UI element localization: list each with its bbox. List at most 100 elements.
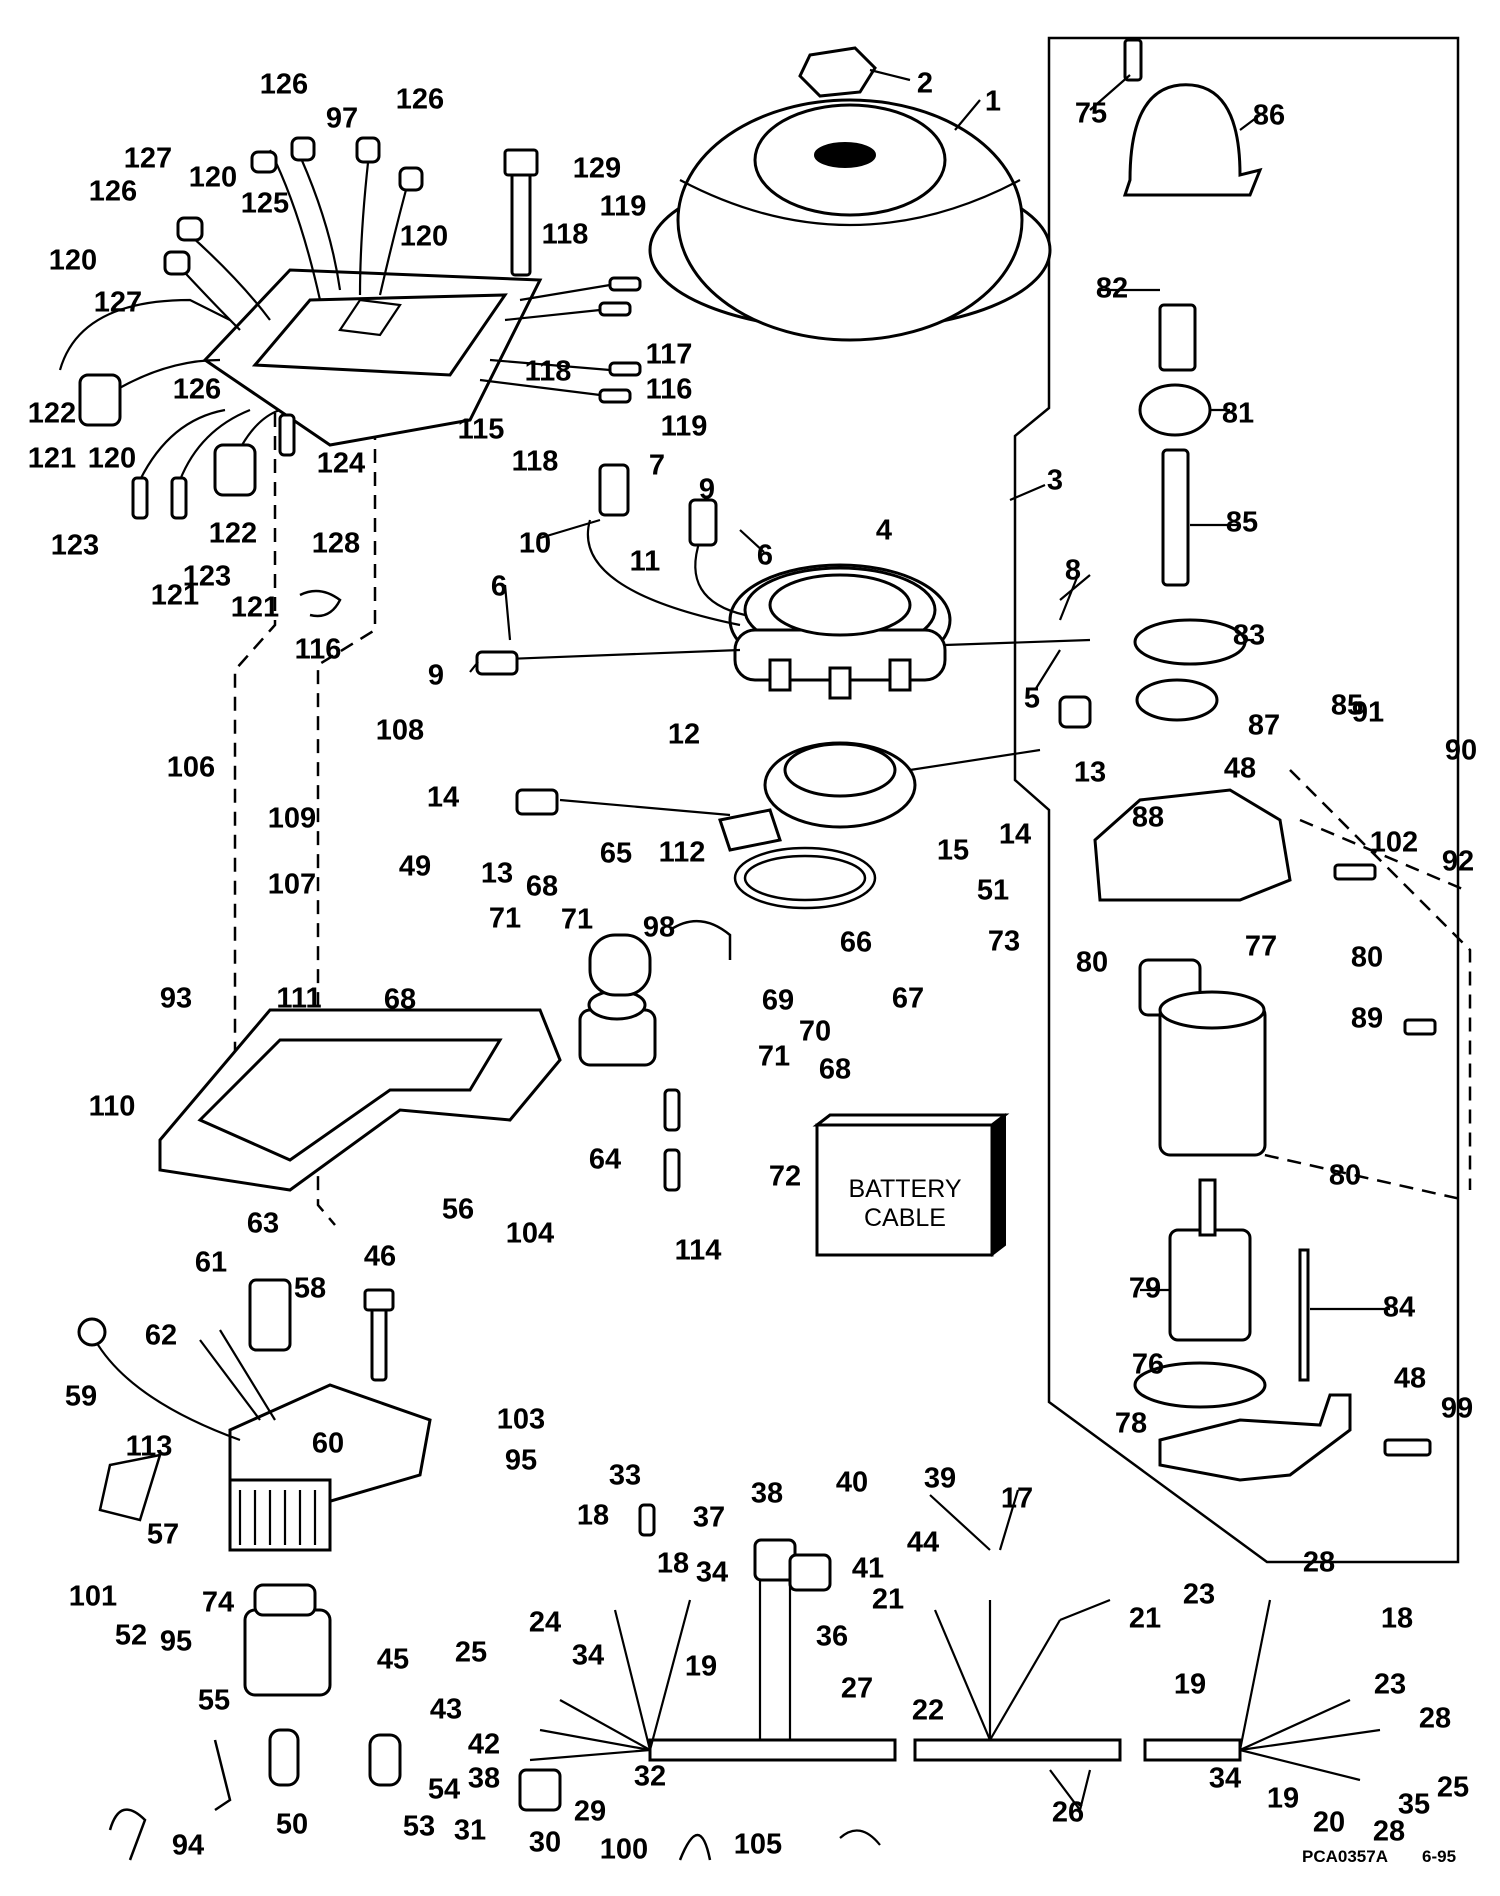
part-label: 118 xyxy=(542,219,589,251)
part-label: 40 xyxy=(836,1467,868,1499)
harness-wire xyxy=(648,1599,692,1751)
harness-wire xyxy=(1238,1599,1272,1751)
part-label: 27 xyxy=(841,1673,873,1705)
part-label: 124 xyxy=(317,448,365,480)
part-label: 57 xyxy=(147,1519,179,1551)
part-label: 71 xyxy=(561,904,593,936)
part-label: 122 xyxy=(209,518,257,550)
part-label: 65 xyxy=(600,838,632,870)
assembly-dashed-line xyxy=(1289,769,1472,1190)
stator-lead xyxy=(586,519,741,627)
starter-spring xyxy=(1158,303,1197,372)
part-label: 74 xyxy=(202,1587,234,1619)
stator-lead xyxy=(944,638,1091,647)
part-label: 91 xyxy=(1352,697,1384,729)
spark-plug-boot xyxy=(290,136,316,162)
wire-terminal xyxy=(608,361,642,377)
part-label: 38 xyxy=(468,1763,500,1795)
part-label: 13 xyxy=(1074,757,1106,789)
part-label: 69 xyxy=(762,985,794,1017)
starter-housing xyxy=(1093,788,1292,902)
part-label: 122 xyxy=(28,398,76,430)
part-label: 60 xyxy=(312,1428,344,1460)
part-label: 83 xyxy=(1233,620,1265,652)
part-label: 38 xyxy=(751,1478,783,1510)
part-label: 19 xyxy=(1174,1669,1206,1701)
harness-wire xyxy=(989,1619,1061,1741)
wiring-harness xyxy=(648,1738,897,1762)
part-label: 100 xyxy=(600,1834,648,1866)
part-label: 41 xyxy=(852,1553,884,1585)
part-label: 71 xyxy=(758,1041,790,1073)
part-label: 15 xyxy=(937,835,969,867)
harness-wire xyxy=(539,1728,651,1752)
part-label: 105 xyxy=(734,1829,782,1861)
part-label: 48 xyxy=(1394,1363,1426,1395)
leader-line xyxy=(1089,74,1390,1311)
part-label: 68 xyxy=(384,984,416,1016)
part-label: 128 xyxy=(312,528,360,560)
part-label: 106 xyxy=(167,752,215,784)
part-label: 9 xyxy=(699,474,715,506)
part-label: 102 xyxy=(1370,827,1418,859)
drawing-code: PCA0357A xyxy=(1302,1847,1388,1866)
starter-shaft xyxy=(1161,448,1190,587)
wiring-harness xyxy=(913,1738,1122,1762)
leader-line xyxy=(469,68,1080,691)
part-label: 56 xyxy=(442,1194,474,1226)
part-label: 2 xyxy=(917,68,933,100)
bolt xyxy=(370,1298,388,1382)
part-label: 110 xyxy=(89,1091,136,1123)
part-label: 82 xyxy=(1096,273,1128,305)
part-label: 34 xyxy=(696,1557,728,1589)
part-label: 14 xyxy=(999,819,1031,851)
part-label: 43 xyxy=(430,1694,462,1726)
part-label: 75 xyxy=(1075,98,1107,130)
flywheel-nut xyxy=(798,46,877,98)
wire-terminal xyxy=(608,276,642,292)
ignition-wire xyxy=(504,308,601,322)
part-label: 68 xyxy=(526,871,558,903)
part-label: 30 xyxy=(529,1827,561,1859)
solenoid-strap xyxy=(669,919,732,960)
bolt-head xyxy=(363,1288,395,1312)
part-label: 126 xyxy=(89,176,137,208)
terminal xyxy=(663,1148,681,1192)
part-label: 80 xyxy=(1329,1160,1361,1192)
leader-line xyxy=(929,574,1111,1811)
part-label: 62 xyxy=(145,1320,177,1352)
wire-clip xyxy=(299,589,342,618)
part-label: 84 xyxy=(1383,1292,1415,1324)
part-label: 24 xyxy=(529,1607,561,1639)
wire-terminal xyxy=(598,388,632,404)
part-label: 116 xyxy=(646,374,693,406)
part-label: 126 xyxy=(260,69,308,101)
part-label: 127 xyxy=(94,287,142,319)
part-label: 77 xyxy=(1245,931,1277,963)
part-label: 80 xyxy=(1076,947,1108,979)
part-label: 123 xyxy=(51,530,99,562)
part-label: 29 xyxy=(574,1796,606,1828)
connector-plug xyxy=(598,463,630,517)
part-label: 127 xyxy=(124,143,172,175)
part-label: 11 xyxy=(630,546,661,578)
battery-cable-line1: BATTERY xyxy=(849,1175,962,1203)
connector-plug xyxy=(475,650,519,676)
part-label: 120 xyxy=(49,245,97,277)
part-label: 86 xyxy=(1253,100,1285,132)
part-label: 120 xyxy=(400,221,448,253)
part-label: 21 xyxy=(1129,1603,1161,1635)
part-label: 6 xyxy=(757,540,773,572)
part-label: 9 xyxy=(428,660,444,692)
part-label: 123 xyxy=(183,561,231,593)
part-label: 28 xyxy=(1419,1703,1451,1735)
ignition-wire xyxy=(519,283,611,302)
part-number-labels: 1234566789910111213131414151718181819191… xyxy=(28,68,1477,1866)
bolt xyxy=(1403,1018,1437,1036)
part-label: 45 xyxy=(377,1644,409,1676)
flywheel xyxy=(648,98,1052,342)
part-label: 67 xyxy=(892,983,924,1015)
part-label: 95 xyxy=(160,1626,192,1658)
timer-base xyxy=(718,741,917,852)
part-label: 109 xyxy=(268,803,316,835)
